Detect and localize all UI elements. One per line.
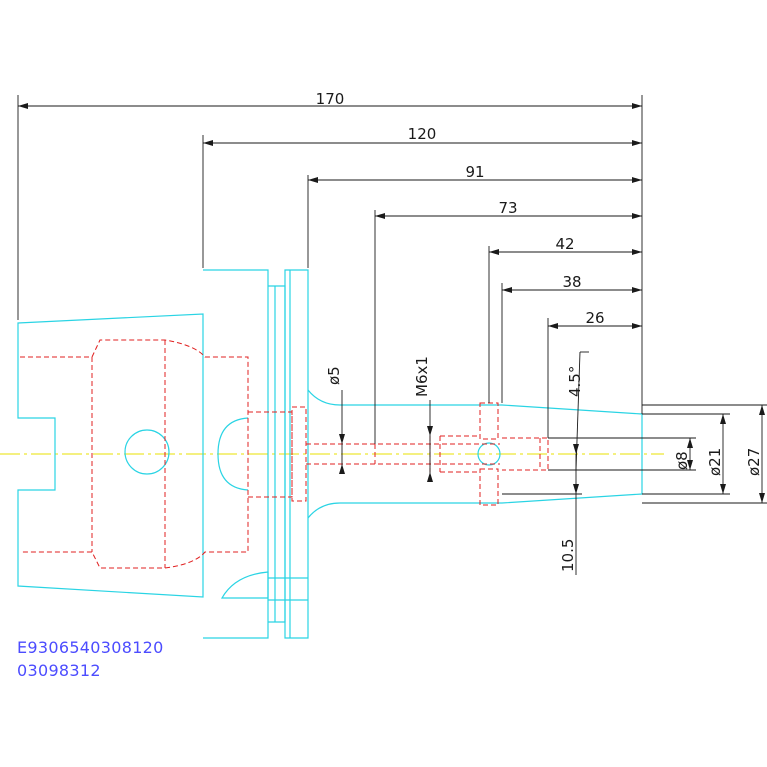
dim-38: 38 <box>562 273 581 291</box>
dim-170: 170 <box>316 90 345 108</box>
dim-dia27: ø27 <box>745 448 763 476</box>
part-code: E9306540308120 <box>17 638 164 657</box>
dim-120: 120 <box>408 125 437 143</box>
tool-holder-outline <box>17 269 643 639</box>
order-code: 03098312 <box>17 661 101 680</box>
hidden-lines <box>20 339 549 569</box>
dim-m6x1: M6x1 <box>413 356 431 397</box>
dimension-lines <box>17 95 767 575</box>
dim-26: 26 <box>585 309 604 327</box>
dim-73: 73 <box>498 199 517 217</box>
dim-dia8: ø8 <box>673 451 691 470</box>
dim-91: 91 <box>465 163 484 181</box>
dim-10-5: 10.5 <box>559 539 577 572</box>
dimension-labels: 170 120 91 73 42 38 26 ø5 M6x1 4.5° 10.5… <box>316 90 763 572</box>
dim-dia21: ø21 <box>706 448 724 476</box>
dimension-arrows <box>18 103 765 503</box>
dim-angle: 4.5° <box>566 366 584 397</box>
dim-42: 42 <box>555 235 574 253</box>
dim-dia5: ø5 <box>325 366 343 385</box>
